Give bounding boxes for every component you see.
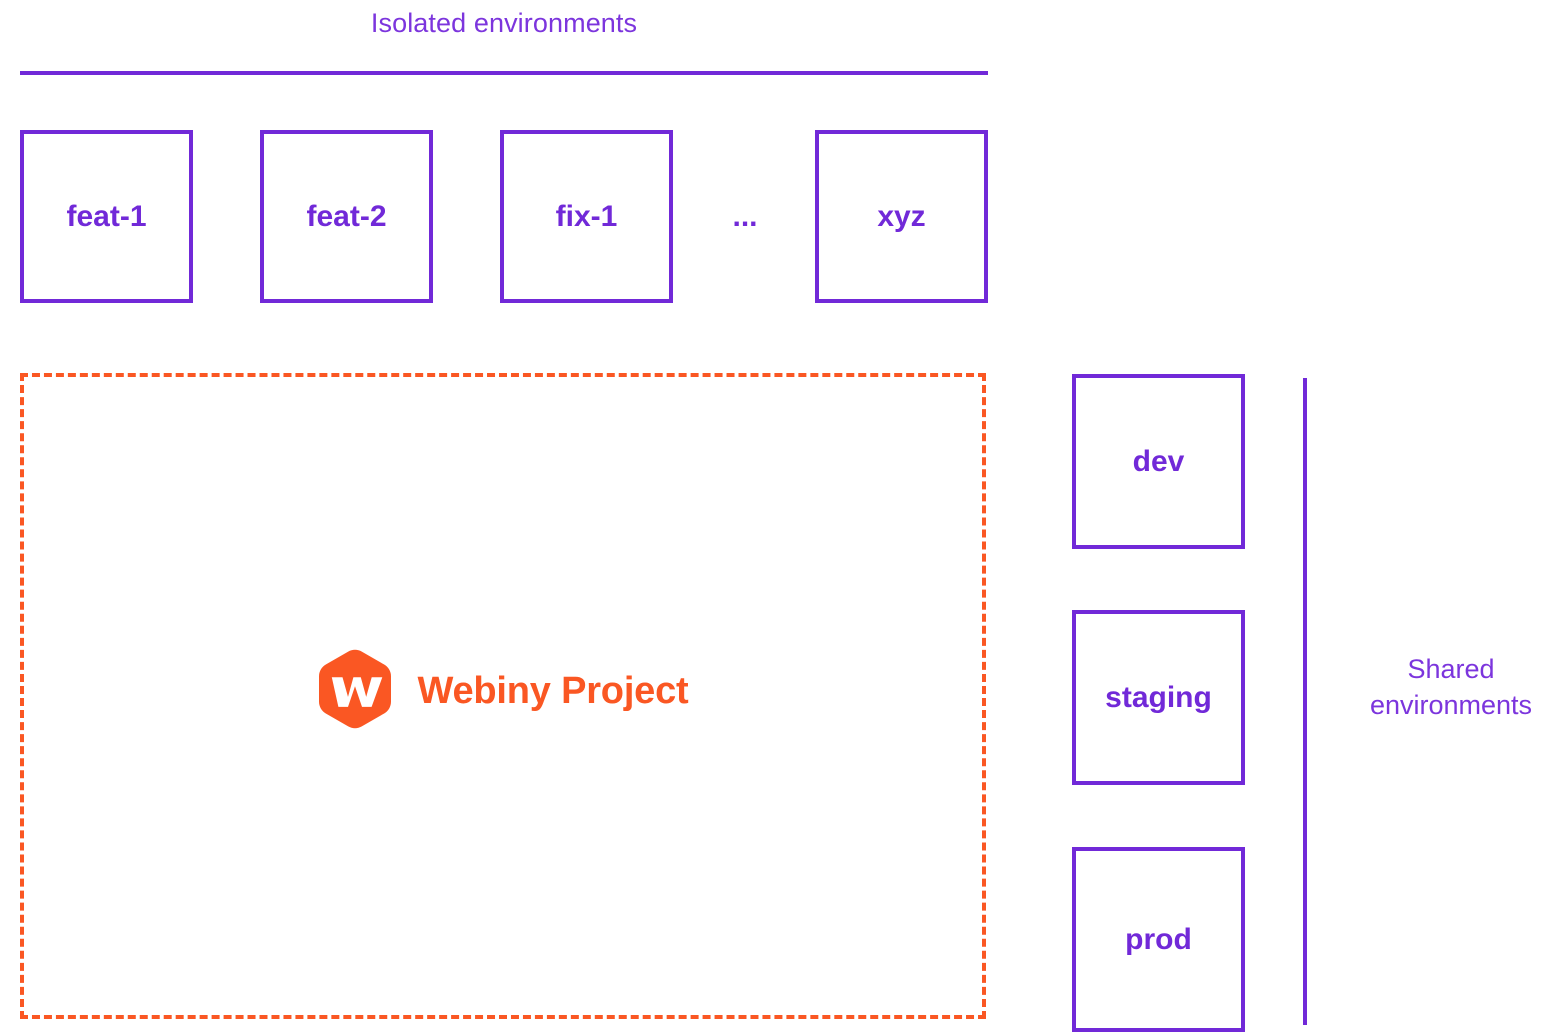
env-box-dev: dev xyxy=(1072,374,1245,549)
env-box-label: fix-1 xyxy=(555,199,618,233)
env-box-xyz: xyz xyxy=(815,130,988,303)
env-box-label: dev xyxy=(1132,444,1185,478)
env-box-prod: prod xyxy=(1072,847,1245,1032)
isolated-environments-divider xyxy=(20,71,988,75)
env-box-fix-1: fix-1 xyxy=(500,130,673,303)
webiny-project-name: Webiny Project xyxy=(417,669,689,712)
shared-environments-title-line-2: environments xyxy=(1369,689,1533,720)
webiny-project-brand: Webiny Project xyxy=(317,649,689,733)
env-box-label: xyz xyxy=(877,199,926,233)
webiny-hexagon-w-logo-icon xyxy=(319,649,392,729)
env-box-label: feat-1 xyxy=(66,199,147,233)
shared-environments-title: Shared environments xyxy=(1338,652,1564,724)
ellipsis-marker: ... xyxy=(732,199,758,233)
shared-environments-title-line-1: Shared xyxy=(1407,654,1495,684)
env-box-label: staging xyxy=(1105,680,1212,714)
webiny-project-container: Webiny Project xyxy=(20,373,986,1019)
env-box-feat-1: feat-1 xyxy=(20,130,193,303)
env-box-label: feat-2 xyxy=(306,199,387,233)
env-box-feat-2: feat-2 xyxy=(260,130,433,303)
shared-environments-divider xyxy=(1303,378,1307,1025)
env-box-label: prod xyxy=(1125,922,1192,956)
isolated-environments-title: Isolated environments xyxy=(370,8,638,38)
env-box-staging: staging xyxy=(1072,610,1245,785)
